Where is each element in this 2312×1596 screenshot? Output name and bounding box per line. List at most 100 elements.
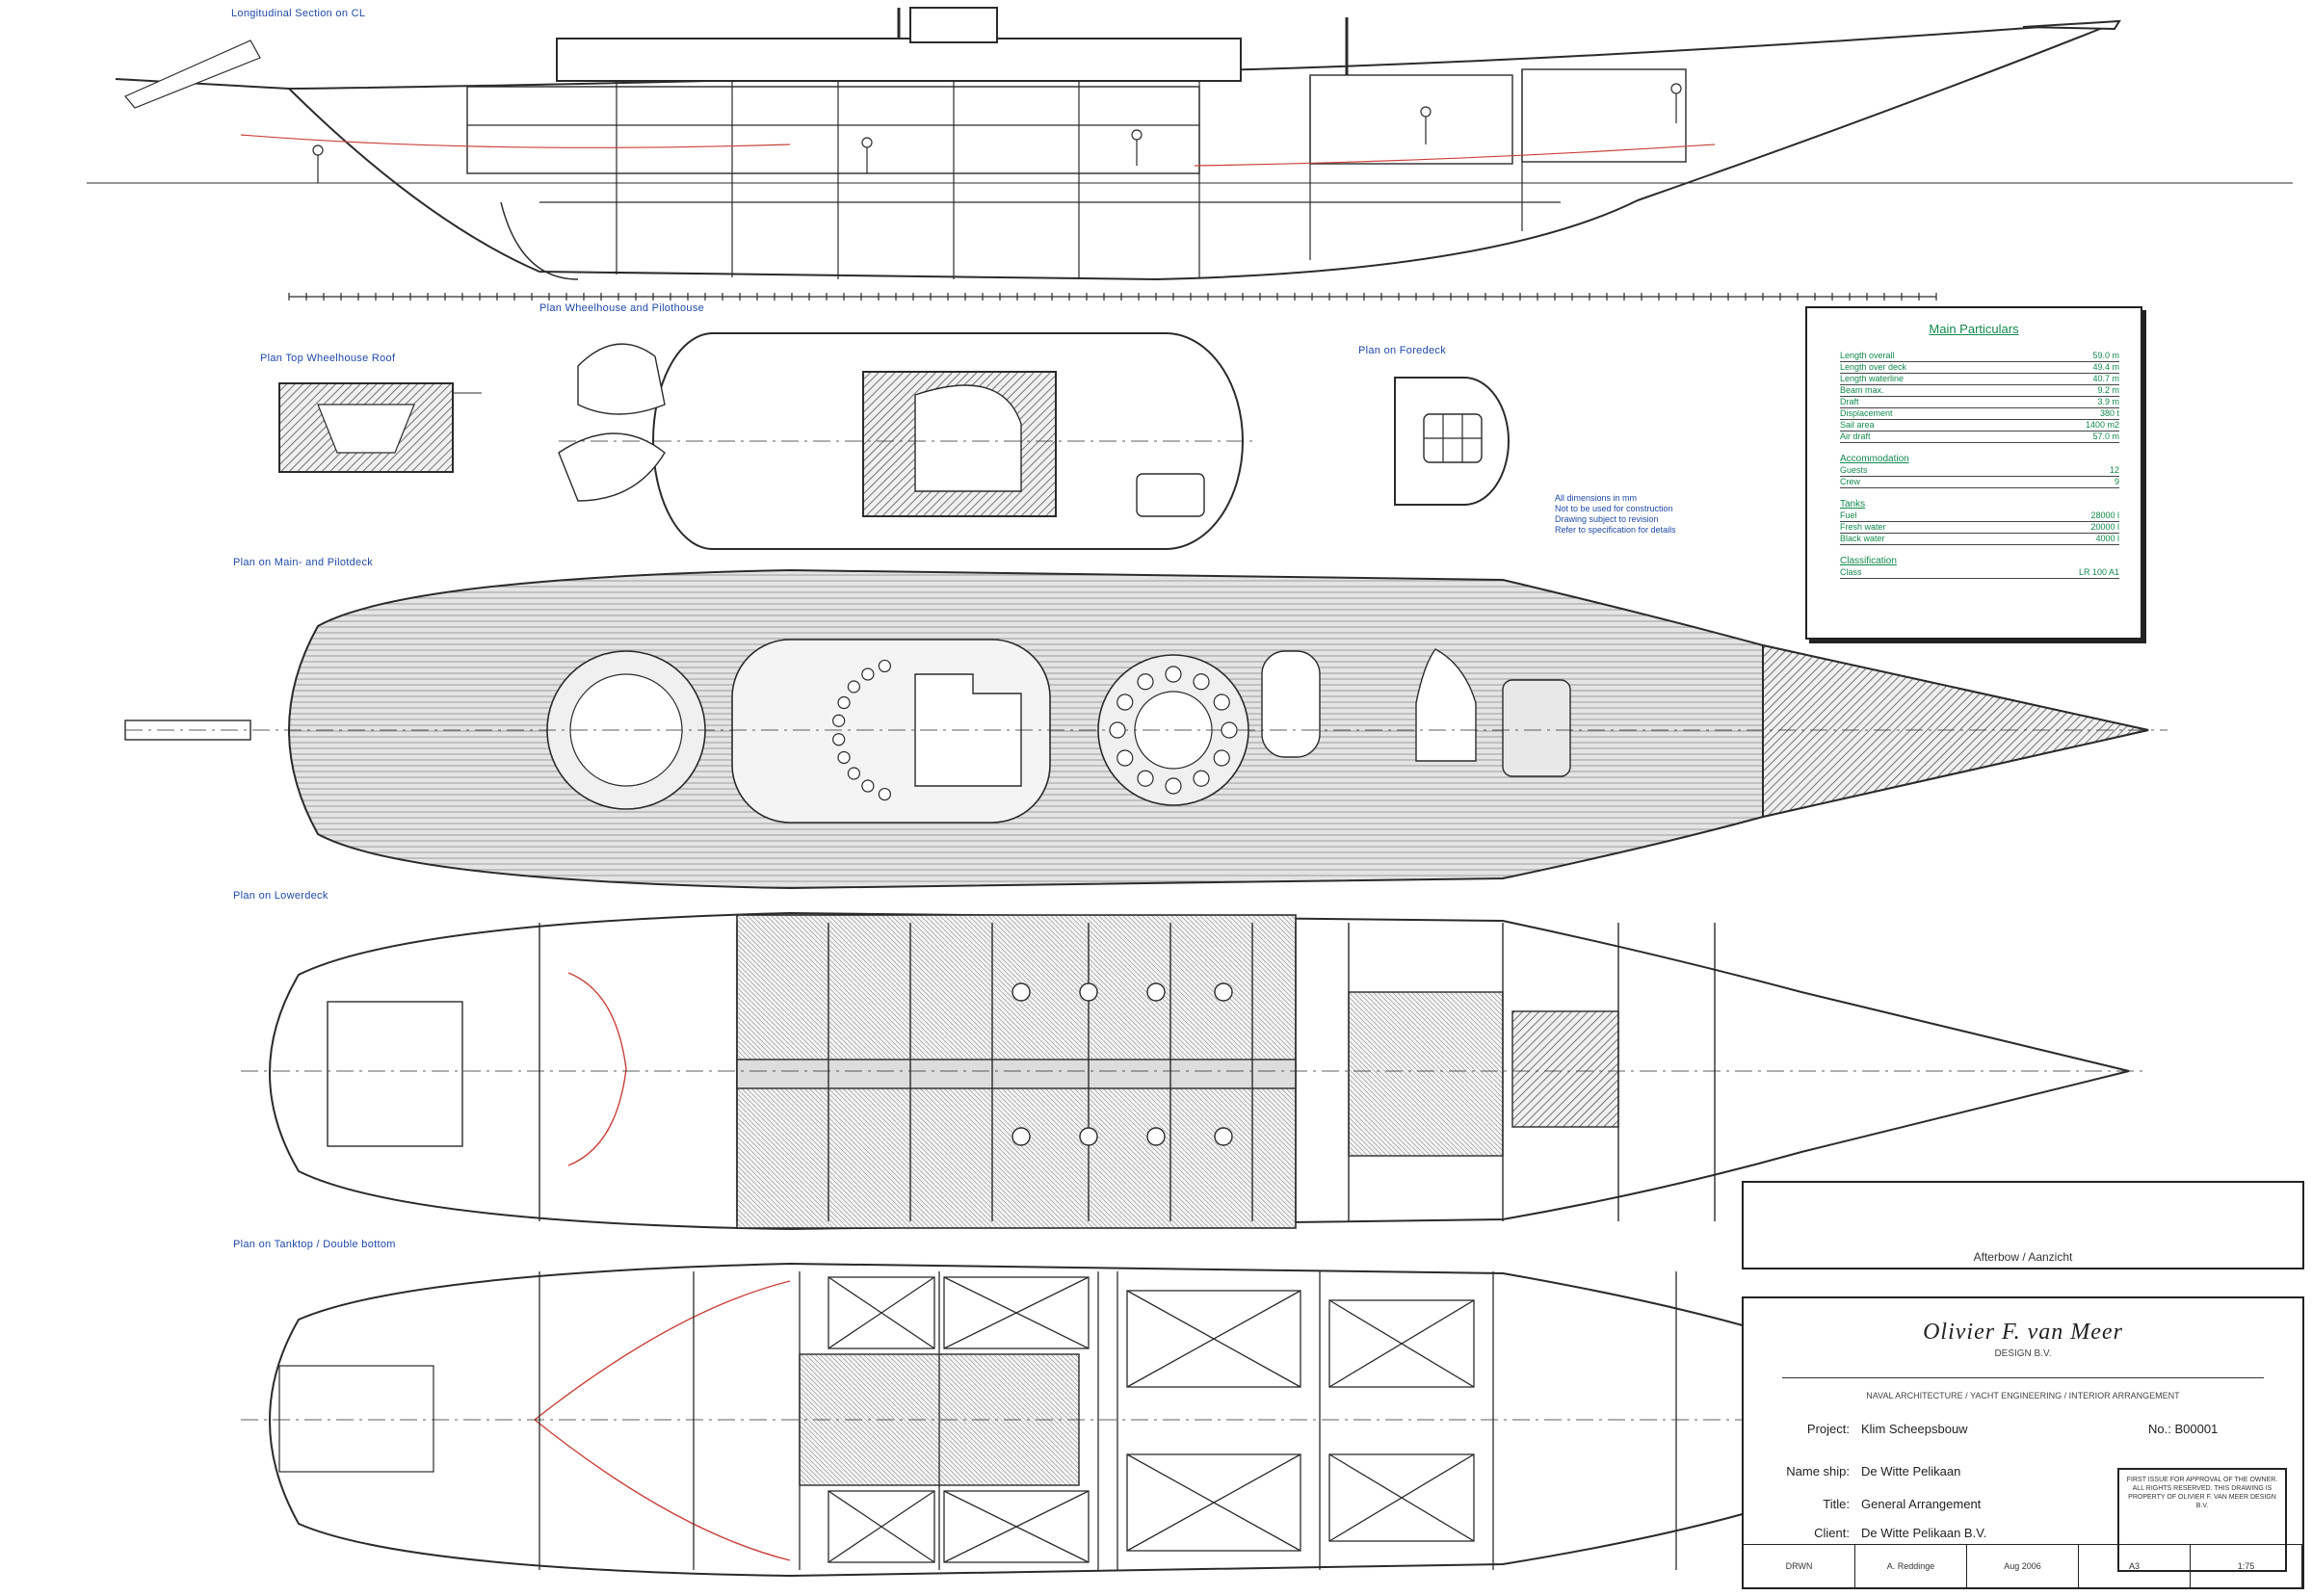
chair-icon <box>861 779 875 793</box>
tank-diagonal <box>1126 1453 1301 1552</box>
chair-icon <box>1165 777 1182 795</box>
footer-cell: 1:75 <box>2191 1545 2302 1587</box>
tank-cell <box>828 1490 935 1563</box>
particulars-row: Fresh water 20000 l <box>1840 522 2119 534</box>
particulars-rows: Length overall 59.0 m Length over deck 49.… <box>1840 351 2119 579</box>
project-value: Klim Scheepsbouw <box>1861 1422 1968 1436</box>
note-line: All dimensions in mm <box>1555 493 1638 503</box>
particular-key: Fuel <box>1840 510 1857 520</box>
client-row: Client:De Witte Pelikaan B.V. <box>1773 1526 1986 1540</box>
main-deck-seats <box>832 659 1238 801</box>
chair-icon <box>878 659 891 673</box>
particulars-title: Main Particulars <box>1929 322 2019 336</box>
particular-key: Length over deck <box>1840 362 1907 372</box>
particular-key: Length overall <box>1840 351 1895 360</box>
title-row: Title: General Arrangement <box>1773 1497 1981 1511</box>
particular-key: Fresh water <box>1840 522 1886 532</box>
wheelhouse-top-view <box>278 382 482 473</box>
revision-box: FIRST ISSUE FOR APPROVAL OF THE OWNER. A… <box>2117 1468 2287 1572</box>
profile-view <box>87 7 2293 281</box>
particular-value: 59.0 m <box>2092 351 2119 360</box>
chair-icon <box>1193 770 1210 787</box>
particular-key: Crew <box>1840 477 1861 486</box>
note-line: Not to be used for construction <box>1555 504 1673 513</box>
particular-value: 3.9 m <box>2097 397 2119 406</box>
chair-icon <box>847 680 860 693</box>
fixture-icon <box>1079 1127 1098 1146</box>
tank-diagonal <box>828 1276 935 1349</box>
title-value: General Arrangement <box>1861 1497 1982 1511</box>
fixture-icon <box>1214 1127 1233 1146</box>
particular-key: Displacement <box>1840 408 1893 418</box>
particular-value: 9 <box>2114 477 2119 486</box>
designer-firm: DESIGN B.V. <box>1994 1348 2052 1359</box>
note-line: Refer to specification for details <box>1555 525 1676 535</box>
main-particulars-table: Main Particulars Length overall 59.0 m Le… <box>1805 306 2142 640</box>
particular-value: 49.4 m <box>2092 362 2119 372</box>
fixture-icon <box>1146 982 1166 1002</box>
chair-icon <box>1221 721 1238 739</box>
chair-icon <box>832 714 846 727</box>
tank-diagonal <box>1328 1453 1475 1542</box>
wheelhouse-roof-view <box>558 332 1252 550</box>
tank-diagonal <box>1328 1299 1475 1388</box>
particular-value: 9.2 m <box>2097 385 2119 395</box>
view-label-foredeck: Plan on Foredeck <box>1358 345 1447 356</box>
particular-value: 28000 l <box>2090 510 2119 520</box>
particulars-row: Beam max. 9.2 m <box>1840 385 2119 397</box>
chair-icon <box>837 695 851 710</box>
scale-bar-box: Afterbow / Aanzicht <box>1742 1181 2304 1269</box>
chair-icon <box>878 787 891 801</box>
view-label-wheelhouse-top: Plan Top Wheelhouse Roof <box>260 353 396 364</box>
particular-key: Beam max. <box>1840 385 1884 395</box>
chair-icon <box>847 767 860 780</box>
lower-deck-view <box>241 911 2148 1231</box>
tank-cell <box>943 1490 1090 1563</box>
ship-name-row: Name ship:De Witte Pelikaan <box>1773 1464 1960 1478</box>
divider <box>1782 1377 2264 1378</box>
tank-cell <box>828 1276 935 1349</box>
client-value: De Witte Pelikaan B.V. <box>1861 1526 1987 1540</box>
particular-key: Class <box>1840 567 1862 577</box>
frame-ruler <box>288 293 1937 301</box>
particular-key: Air draft <box>1840 432 1871 441</box>
particular-key: Sail area <box>1840 420 1875 430</box>
scale-caption: Afterbow / Aanzicht <box>1973 1250 2073 1264</box>
tank-cell <box>1328 1299 1475 1388</box>
tank-cell <box>1126 1453 1301 1552</box>
main-deck-view <box>124 568 2168 890</box>
tank-diagonal <box>828 1490 935 1563</box>
particular-value: 1400 m2 <box>2085 420 2119 430</box>
particular-value: 20000 l <box>2090 522 2119 532</box>
title-block: Olivier F. van Meer DESIGN B.V. NAVAL AR… <box>1742 1296 2304 1589</box>
drawing-notes: All dimensions in mm Not to be used for … <box>1555 493 1786 536</box>
fixture-icon <box>1012 982 1031 1002</box>
view-label-main-deck: Plan on Main- and Pilotdeck <box>233 557 374 568</box>
particular-value: 40.7 m <box>2092 374 2119 383</box>
foredeck-view <box>1394 377 1510 506</box>
particulars-row: Fuel 28000 l <box>1840 510 2119 522</box>
tank-cell <box>1328 1453 1475 1542</box>
tank-diagonal <box>1126 1290 1301 1388</box>
footer-cell: DRWN <box>1744 1545 1855 1587</box>
chair-icon <box>1213 693 1230 711</box>
designer-name: Olivier F. van Meer <box>1923 1320 2123 1345</box>
tank-cell <box>1126 1290 1301 1388</box>
chair-icon <box>1117 749 1134 767</box>
tank-top-compartments <box>539 1271 1677 1570</box>
chair-icon <box>1213 749 1230 767</box>
view-label-profile: Longitudinal Section on CL <box>231 8 366 19</box>
particular-value: 4000 l <box>2095 534 2119 543</box>
project-label: Project: <box>1806 1422 1850 1436</box>
tank-cell <box>943 1276 1090 1349</box>
chair-icon <box>1137 673 1154 691</box>
tank-diagonal <box>943 1276 1090 1349</box>
title-label: Title: <box>1823 1497 1850 1511</box>
ship-name-value: De Witte Pelikaan <box>1861 1464 1961 1478</box>
fixture-icon <box>1079 982 1098 1002</box>
